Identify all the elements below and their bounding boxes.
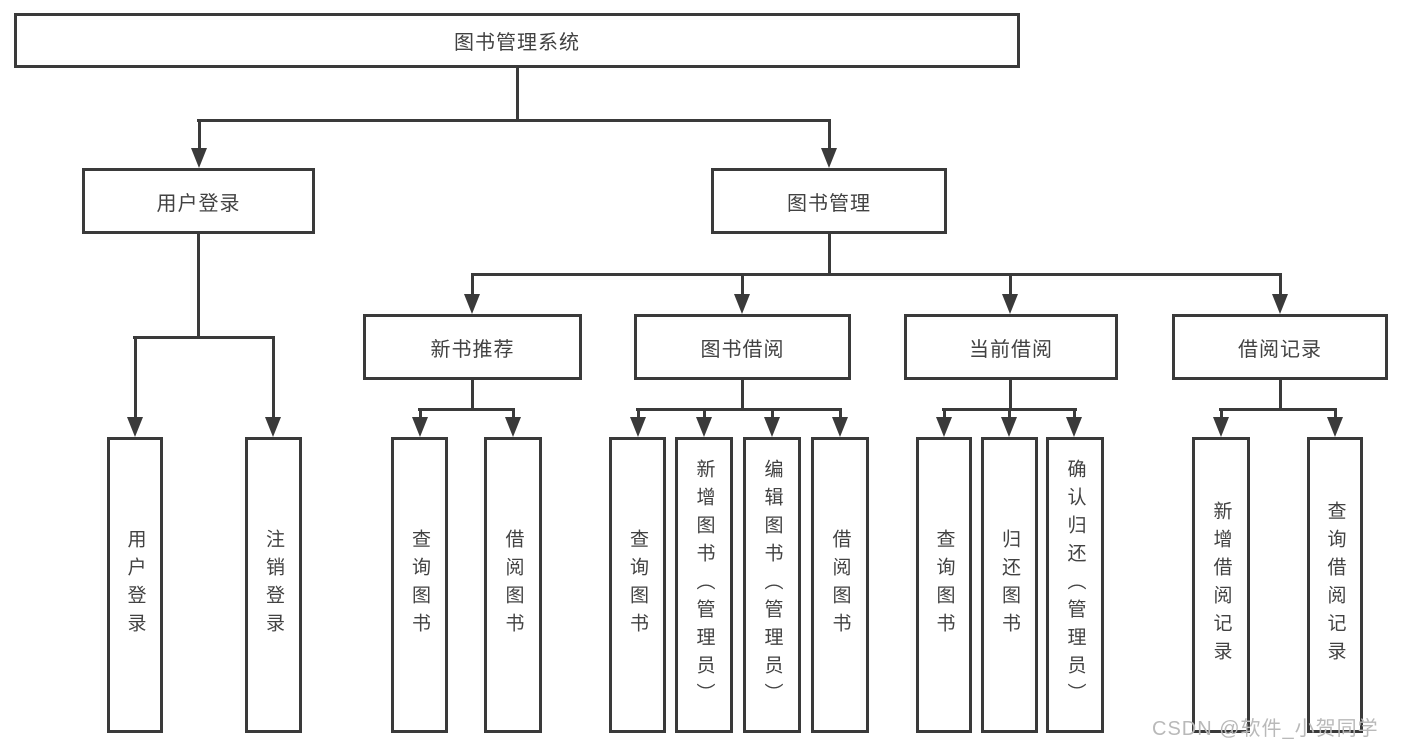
connector-user-login-stem (197, 234, 200, 339)
arrowhead-icon (1213, 417, 1229, 437)
connector-to-book-borrow (741, 273, 744, 295)
arrowhead-icon (505, 417, 521, 437)
node-label: 借阅记录 (1238, 338, 1322, 361)
connector-leaf-stub (771, 408, 774, 418)
connector-user-login-crossbar (133, 336, 275, 339)
connector-to-leaf-user-login (134, 336, 137, 418)
arrowhead-icon (1002, 294, 1018, 314)
arrowhead-icon (1272, 294, 1288, 314)
connector-leaf-stub (1073, 408, 1076, 418)
arrowhead-icon (265, 417, 281, 437)
node-new-book-recommend: 新书推荐 (363, 314, 582, 380)
node-borrow-records: 借阅记录 (1172, 314, 1388, 380)
connector-leaf-stub (943, 408, 946, 418)
connector-leaf-stub (637, 408, 640, 418)
leaf-logout: 注销登录 (245, 437, 302, 733)
connector-to-current-borrow (1009, 273, 1012, 295)
leaf-rec-borrow-book: 借阅图书 (484, 437, 542, 733)
connector-book-mgmt-crossbar (471, 273, 1282, 276)
node-book-management: 图书管理 (711, 168, 947, 234)
connector-leaf-stub (1008, 408, 1011, 418)
node-label: 当前借阅 (969, 338, 1053, 361)
node-label: 查询图书 (409, 529, 430, 641)
node-label: 查询图书 (627, 529, 648, 641)
node-label: 编辑图书（管理员） (761, 459, 783, 711)
leaf-borrow-borrow-book: 借阅图书 (811, 437, 869, 733)
connector-leaf-stub (839, 408, 842, 418)
leaf-history-add-record: 新增借阅记录 (1192, 437, 1250, 733)
arrowhead-icon (191, 148, 207, 168)
arrowhead-icon (832, 417, 848, 437)
node-label: 用户登录 (156, 192, 241, 215)
node-label: 借阅图书 (829, 529, 851, 641)
node-user-login: 用户登录 (82, 168, 315, 234)
arrowhead-icon (127, 417, 143, 437)
connector-borrow-records-crossbar (1219, 408, 1337, 411)
connector-root-to-book-mgmt (828, 119, 831, 149)
connector-leaf-stub (512, 408, 515, 418)
leaf-rec-query-book: 查询图书 (391, 437, 448, 733)
arrowhead-icon (412, 417, 428, 437)
node-library-management-system: 图书管理系统 (14, 13, 1020, 68)
node-label: 用户登录 (124, 529, 146, 641)
arrowhead-icon (936, 417, 952, 437)
arrowhead-icon (734, 294, 750, 314)
csdn-watermark: CSDN @软件_小贺同学 (1152, 718, 1379, 740)
connector-to-new-book-rec (471, 273, 474, 295)
arrowhead-icon (630, 417, 646, 437)
connector-book-borrow-stem (741, 380, 744, 411)
arrowhead-icon (696, 417, 712, 437)
leaf-user-login: 用户登录 (107, 437, 163, 733)
node-label: 图书借阅 (700, 338, 785, 361)
connector-leaf-stub (703, 408, 706, 418)
connector-to-leaf-logout (272, 336, 275, 418)
connector-root-stem (516, 68, 519, 120)
leaf-borrow-edit-book-admin: 编辑图书（管理员） (743, 437, 801, 733)
connector-root-crossbar (197, 119, 831, 122)
node-label: 注销登录 (263, 529, 284, 641)
connector-borrow-records-stem (1279, 380, 1282, 411)
connector-leaf-stub (1220, 408, 1223, 418)
arrowhead-icon (1001, 417, 1017, 437)
node-label: 新书推荐 (430, 338, 515, 361)
connector-book-borrow-crossbar (636, 408, 842, 411)
arrowhead-icon (764, 417, 780, 437)
node-label: 借阅图书 (502, 529, 524, 641)
node-label: 查询图书 (933, 529, 955, 641)
node-label: 图书管理 (787, 192, 871, 215)
arrowhead-icon (1327, 417, 1343, 437)
node-label: 图书管理系统 (454, 32, 580, 54)
arrowhead-icon (464, 294, 480, 314)
node-book-borrowing: 图书借阅 (634, 314, 851, 380)
connector-root-to-user-login (198, 119, 201, 149)
connector-new-book-rec-stem (471, 380, 474, 411)
arrowhead-icon (1066, 417, 1082, 437)
leaf-current-query-book: 查询图书 (916, 437, 972, 733)
node-label: 确认归还（管理员） (1064, 459, 1086, 711)
node-label: 新增图书（管理员） (693, 459, 715, 711)
node-label: 查询借阅记录 (1324, 501, 1346, 669)
connector-leaf-stub (419, 408, 422, 418)
connector-new-book-rec-crossbar (418, 408, 515, 411)
node-label: 新增借阅记录 (1210, 501, 1232, 669)
connector-current-borrow-stem (1009, 380, 1012, 411)
arrowhead-icon (821, 148, 837, 168)
connector-leaf-stub (1334, 408, 1337, 418)
leaf-current-confirm-return-admin: 确认归还（管理员） (1046, 437, 1104, 733)
node-label: 归还图书 (999, 529, 1020, 641)
node-current-borrowing: 当前借阅 (904, 314, 1118, 380)
leaf-borrow-query-book: 查询图书 (609, 437, 666, 733)
leaf-history-query-record: 查询借阅记录 (1307, 437, 1363, 733)
leaf-current-return-book: 归还图书 (981, 437, 1038, 733)
connector-book-mgmt-stem (828, 234, 831, 276)
leaf-borrow-add-book-admin: 新增图书（管理员） (675, 437, 733, 733)
connector-to-borrow-records (1279, 273, 1282, 295)
